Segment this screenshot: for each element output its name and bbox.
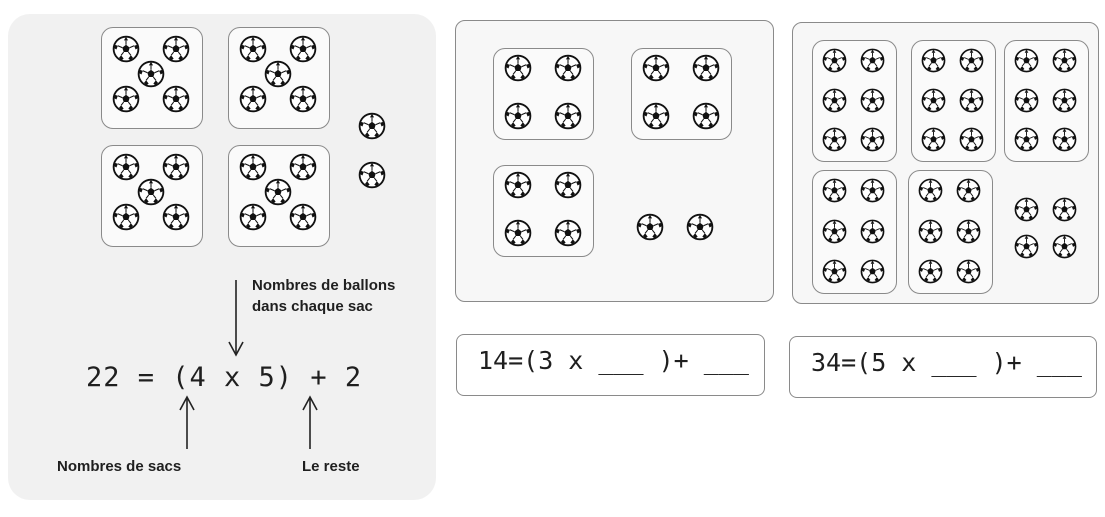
soccer-ball-icon [860,48,885,73]
soccer-ball-icon [289,35,317,63]
soccer-ball-icon [918,259,943,284]
soccer-ball-icon [860,88,885,113]
soccer-ball-icon [921,88,946,113]
label-bags: Nombres de sacs [57,458,182,475]
soccer-ball-icon [822,88,847,113]
soccer-ball-icon [956,178,981,203]
soccer-ball-icon [959,48,984,73]
soccer-ball-icon [162,153,190,181]
soccer-ball-icon [504,102,532,130]
soccer-ball-icon [822,48,847,73]
exercise-1-answer-box[interactable] [456,334,765,396]
example-equation: 22 = (4 x 5) + 2 [86,362,363,393]
soccer-ball-icon [162,85,190,113]
soccer-ball-icon [137,178,165,206]
soccer-ball-icon [1014,88,1039,113]
soccer-ball-icon [289,85,317,113]
example-panel [8,14,436,500]
soccer-ball-icon [956,219,981,244]
soccer-ball-icon [1014,234,1039,259]
soccer-ball-icon [642,102,670,130]
soccer-ball-icon [692,54,720,82]
soccer-ball-icon [289,153,317,181]
soccer-ball-icon [860,178,885,203]
soccer-ball-icon [642,54,670,82]
soccer-ball-icon [137,60,165,88]
exercise-2-answer-box[interactable] [789,336,1097,398]
soccer-ball-icon [264,178,292,206]
soccer-ball-icon [1052,197,1077,222]
soccer-ball-icon [1014,48,1039,73]
soccer-ball-icon [686,213,714,241]
soccer-ball-icon [554,219,582,247]
soccer-ball-icon [504,219,532,247]
soccer-ball-icon [358,161,386,189]
arrow-up-icon [302,395,318,449]
soccer-ball-icon [959,88,984,113]
soccer-ball-icon [162,203,190,231]
exercise-1-equation: 14=(3 x ___ )+ ___ [478,346,749,375]
soccer-ball-icon [358,112,386,140]
label-remainder: Le reste [302,458,360,475]
soccer-ball-icon [239,85,267,113]
soccer-ball-icon [554,54,582,82]
soccer-ball-icon [1014,197,1039,222]
soccer-ball-icon [860,127,885,152]
soccer-ball-icon [554,171,582,199]
soccer-ball-icon [692,102,720,130]
soccer-ball-icon [112,35,140,63]
soccer-ball-icon [921,48,946,73]
arrow-up-icon [179,395,195,449]
soccer-ball-icon [636,213,664,241]
soccer-ball-icon [918,178,943,203]
soccer-ball-icon [239,153,267,181]
soccer-ball-icon [504,54,532,82]
soccer-ball-icon [264,60,292,88]
soccer-ball-icon [112,85,140,113]
soccer-ball-icon [956,259,981,284]
soccer-ball-icon [822,259,847,284]
soccer-ball-icon [112,153,140,181]
soccer-ball-icon [822,178,847,203]
soccer-ball-icon [554,102,582,130]
soccer-ball-icon [1052,48,1077,73]
soccer-ball-icon [1014,127,1039,152]
soccer-ball-icon [860,259,885,284]
soccer-ball-icon [822,219,847,244]
soccer-ball-icon [239,35,267,63]
soccer-ball-icon [921,127,946,152]
label-balls-per-bag: Nombres de ballons dans chaque sac [252,277,396,315]
exercise-2-equation: 34=(5 x ___ )+ ___ [811,348,1082,377]
soccer-ball-icon [918,219,943,244]
soccer-ball-icon [239,203,267,231]
soccer-ball-icon [822,127,847,152]
soccer-ball-icon [289,203,317,231]
soccer-ball-icon [504,171,532,199]
soccer-ball-icon [959,127,984,152]
soccer-ball-icon [112,203,140,231]
soccer-ball-icon [1052,88,1077,113]
soccer-ball-icon [1052,234,1077,259]
soccer-ball-icon [1052,127,1077,152]
soccer-ball-icon [162,35,190,63]
arrow-down-icon [228,280,244,357]
soccer-ball-icon [860,219,885,244]
